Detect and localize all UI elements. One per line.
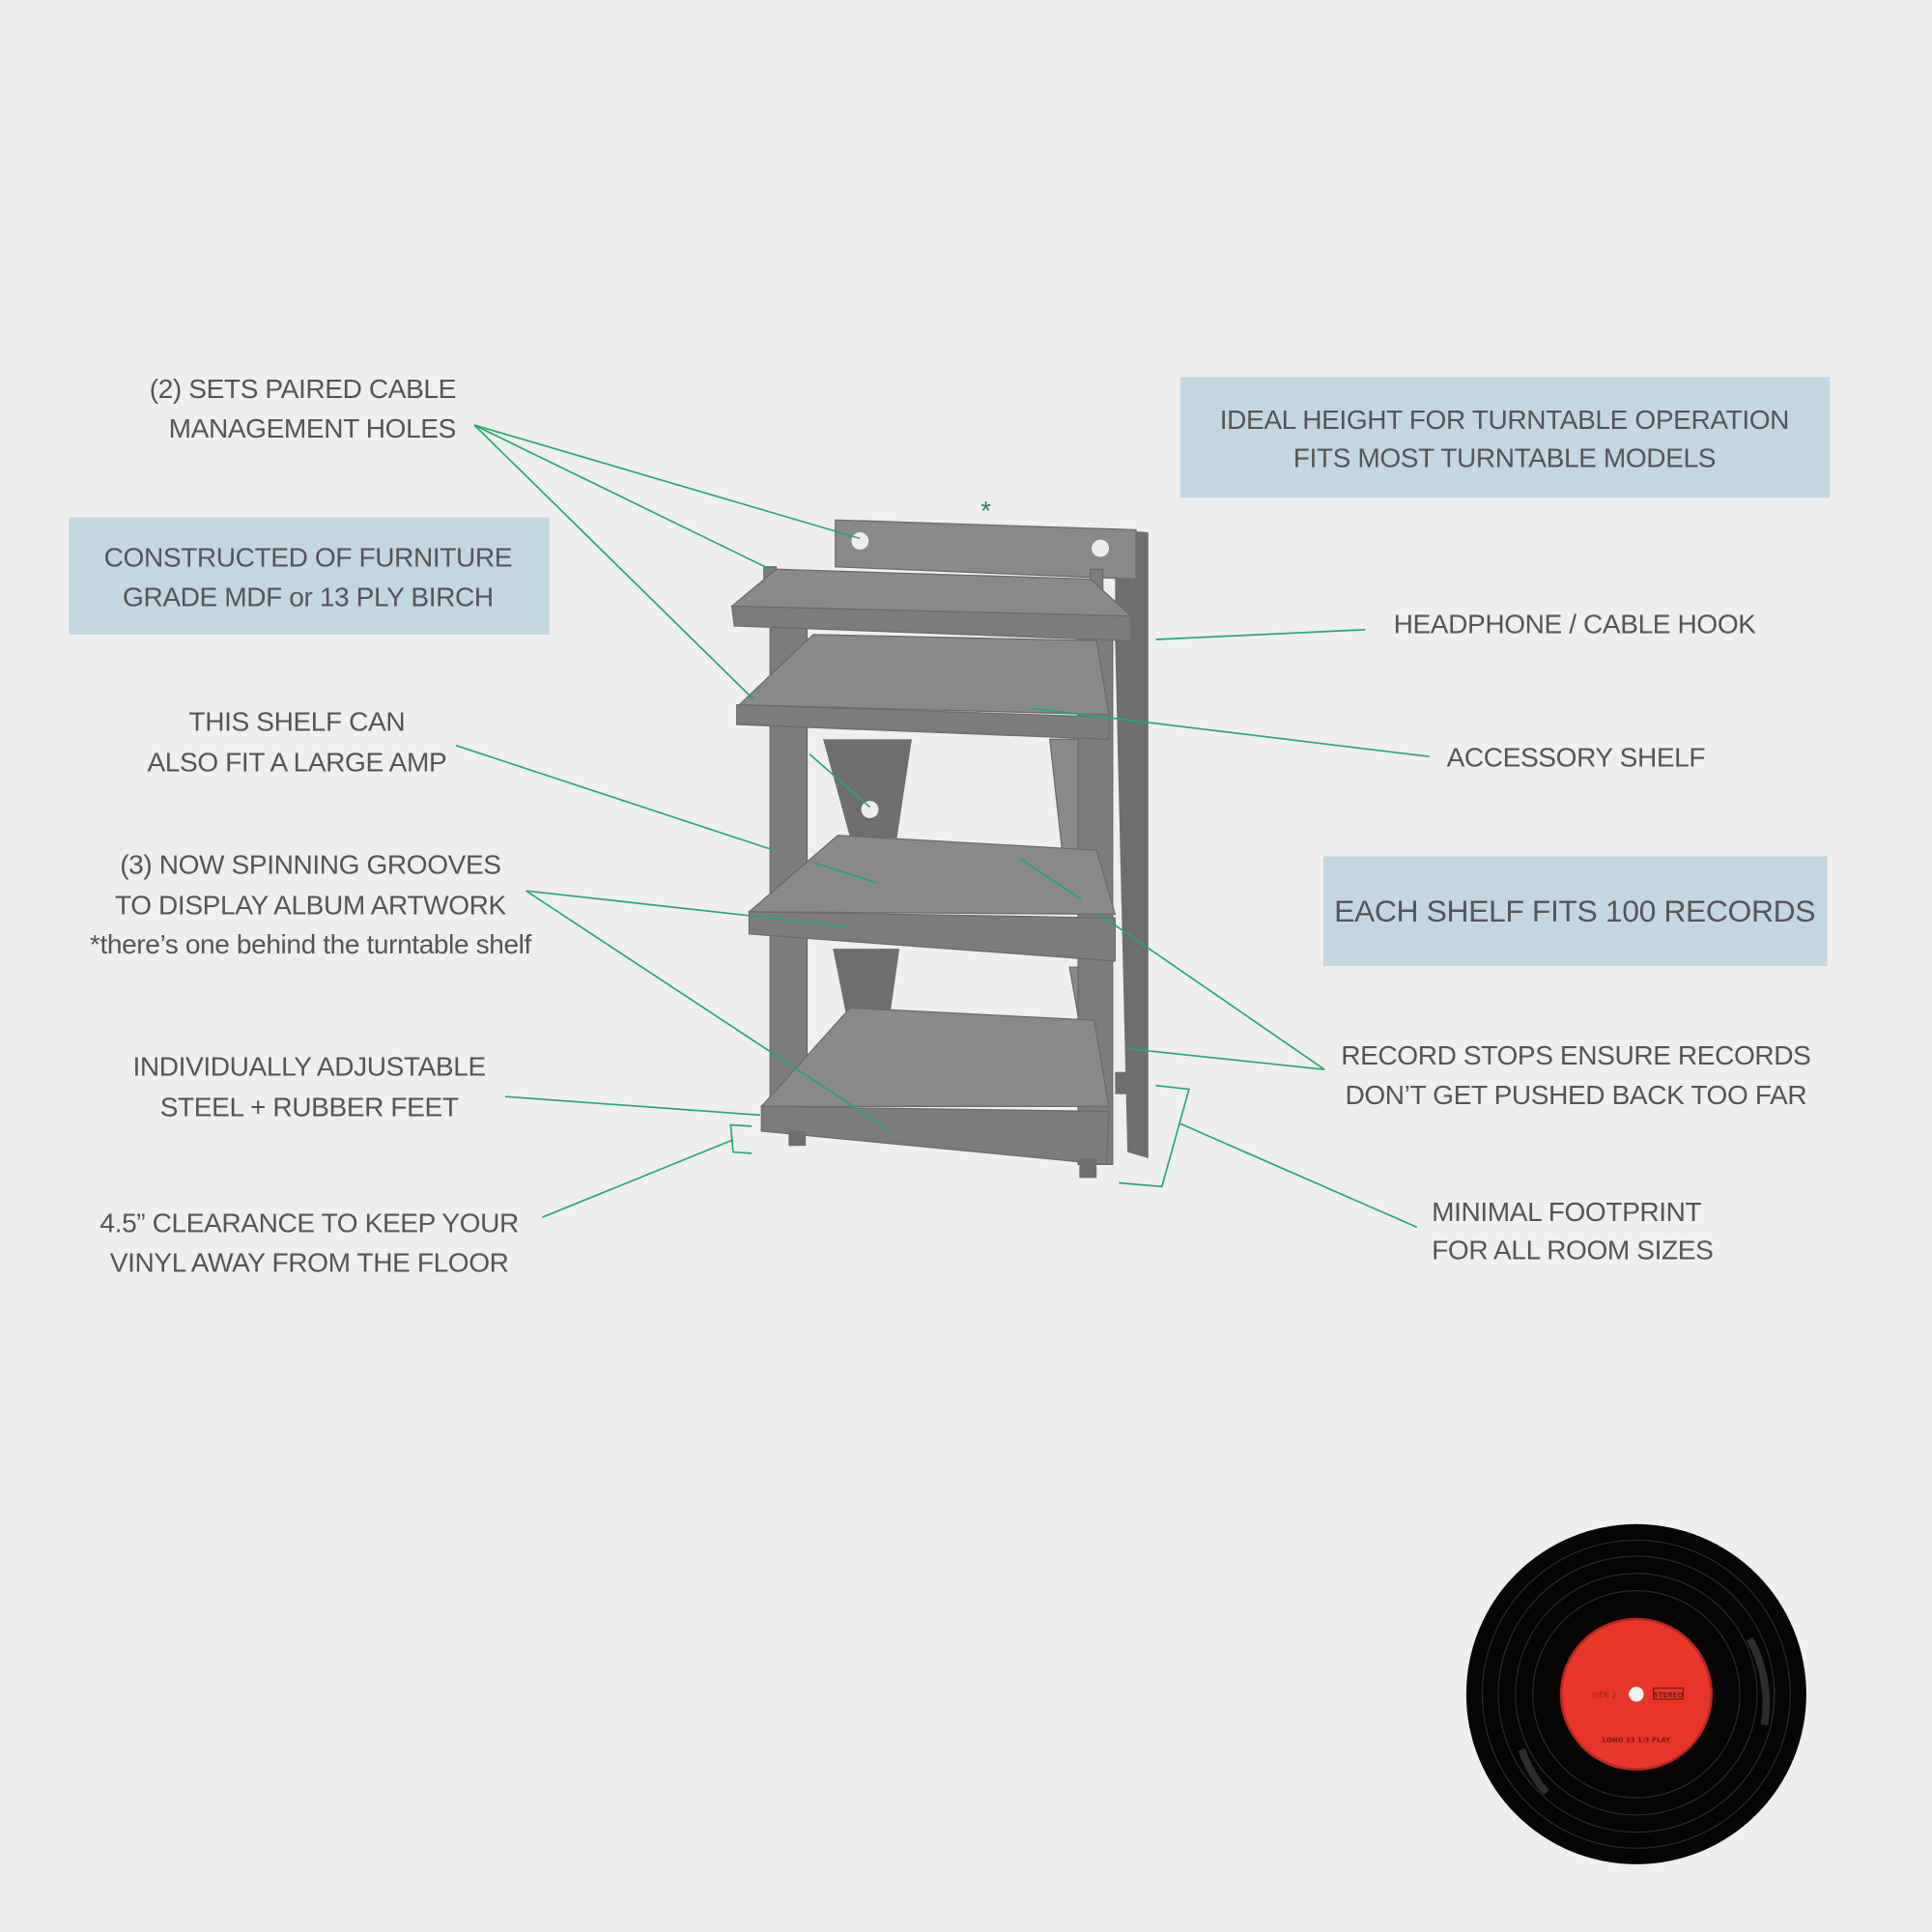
label-line: EACH SHELF FITS 100 RECORDS [1334, 894, 1815, 928]
callout-feet: INDIVIDUALLY ADJUSTABLE STEEL + RUBBER F… [133, 1052, 487, 1122]
record-stereo-label: STEREO [1654, 1690, 1684, 1699]
label-line: FITS MOST TURNTABLE MODELS [1293, 442, 1716, 472]
callout-accessory: ACCESSORY SHELF [1447, 742, 1706, 772]
callout-clearance: 4.5” CLEARANCE TO KEEP YOUR VINYL AWAY F… [99, 1208, 519, 1278]
callout-box [1179, 377, 1831, 498]
callout-each-shelf: EACH SHELF FITS 100 RECORDS [1322, 856, 1828, 966]
label-line: IDEAL HEIGHT FOR TURNTABLE OPERATION [1220, 405, 1789, 435]
asterisk-mark: * [980, 496, 991, 526]
label-line: THIS SHELF CAN [189, 706, 406, 736]
label-line: RECORD STOPS ENSURE RECORDS [1341, 1040, 1810, 1070]
callout-box [1322, 856, 1828, 966]
label-line: STEEL + RUBBER FEET [160, 1093, 459, 1122]
callout-construction: CONSTRUCTED OF FURNITURE GRADE MDF or 13… [69, 517, 550, 635]
callout-footprint: MINIMAL FOOTPRINT FOR ALL ROOM SIZES [1432, 1197, 1714, 1265]
callout-grooves: (3) NOW SPINNING GROOVES TO DISPLAY ALBU… [90, 849, 532, 959]
callout-cable-holes: (2) SETS PAIRED CABLE MANAGEMENT HOLES [150, 374, 457, 443]
label-line: GRADE MDF or 13 PLY BIRCH [123, 582, 494, 612]
label-line: DON’T GET PUSHED BACK TOO FAR [1345, 1080, 1806, 1110]
label-line: INDIVIDUALLY ADJUSTABLE [133, 1052, 486, 1082]
record-speed-label: LONG 33 1/3 PLAY [1603, 1736, 1671, 1745]
label-line: ALSO FIT A LARGE AMP [147, 747, 446, 777]
callout-headphone: HEADPHONE / CABLE HOOK [1394, 610, 1757, 639]
label-line: *there’s one behind the turntable shelf [90, 929, 532, 959]
leader-lines [455, 424, 1430, 1229]
label-line: VINYL AWAY FROM THE FLOOR [110, 1247, 509, 1277]
callout-record-stops: RECORD STOPS ENSURE RECORDS DON’T GET PU… [1341, 1040, 1811, 1110]
callout-ideal-height: IDEAL HEIGHT FOR TURNTABLE OPERATION FIT… [1179, 377, 1831, 498]
callout-amp-shelf: THIS SHELF CAN ALSO FIT A LARGE AMP [147, 706, 446, 777]
record-side-label: SIDE 2 [1592, 1691, 1616, 1700]
label-line: (2) SETS PAIRED CABLE [150, 374, 456, 404]
label-line: (3) NOW SPINNING GROOVES [120, 849, 500, 879]
callout-box [69, 517, 550, 635]
label-line: FOR ALL ROOM SIZES [1432, 1236, 1713, 1265]
label-line: CONSTRUCTED OF FURNITURE [104, 543, 512, 573]
label-line: 4.5” CLEARANCE TO KEEP YOUR [99, 1208, 518, 1238]
record-stand-illustration: * [729, 496, 1149, 1179]
label-line: TO DISPLAY ALBUM ARTWORK [115, 890, 507, 920]
label-line: MINIMAL FOOTPRINT [1432, 1197, 1701, 1227]
label-line: MANAGEMENT HOLES [169, 413, 456, 443]
vinyl-record-icon: SIDE 2 STEREO LONG 33 1/3 PLAY [1465, 1523, 1806, 1864]
